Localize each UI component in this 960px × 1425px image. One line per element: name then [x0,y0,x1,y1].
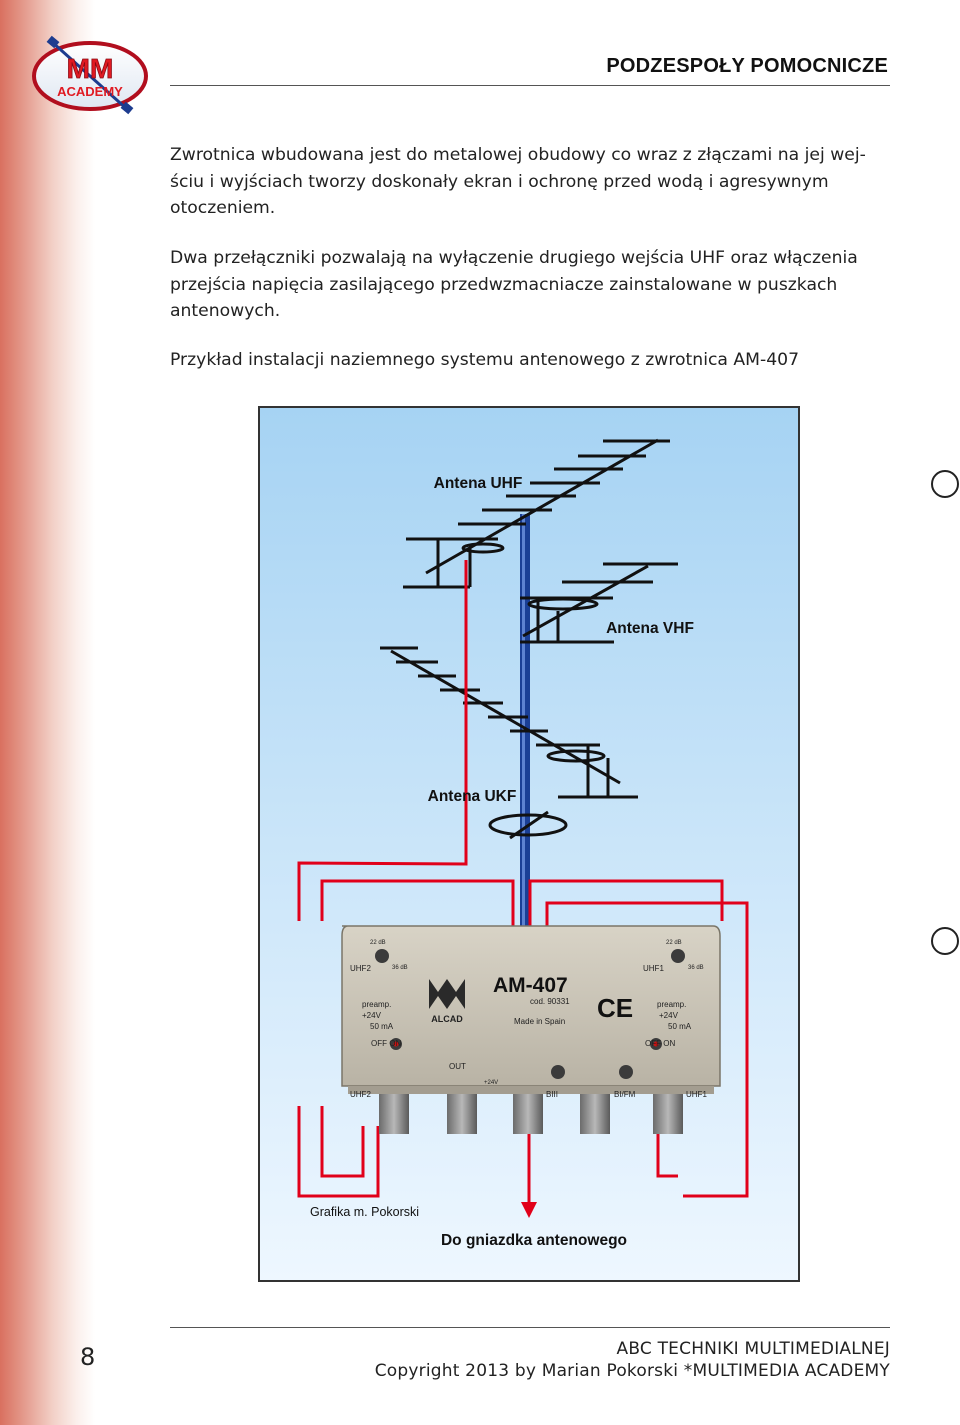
device-db-low-right: 36 dB [688,965,704,971]
device-db-low-left: 36 dB [392,965,408,971]
ce-mark: CE [597,993,633,1023]
paragraph-1: Zwrotnica wbudowana jest do metalowej ob… [170,145,866,218]
antenna-installation-figure: ALCAD AM-407 cod. 90331 Made in Spain CE… [258,406,800,1282]
port-label-bifm: BI/FM [614,1090,636,1099]
paragraph-2: Dwa przełączniki pozwalają na wyłączenie… [170,248,858,321]
port-label-uhf2: UHF2 [350,1090,371,1099]
am407-device: ALCAD AM-407 cod. 90331 Made in Spain CE… [341,925,721,1134]
figure-credit: Grafika m. Pokorski [310,1205,419,1219]
label-antenna-uhf: Antena UHF [434,475,523,492]
device-voltage-left: +24V [362,1011,382,1020]
device-db-left: 22 dB [370,940,386,946]
paragraph-3: Przykład instalacji naziemnego systemu a… [170,350,800,370]
device-voltage-right: +24V [659,1011,679,1020]
device-preamp-right: preamp. [657,1000,686,1009]
vhf-antenna [520,562,678,644]
header-divider [170,85,890,86]
ukf-antenna [380,646,638,799]
page-number: 8 [80,1343,96,1371]
output-arrow [521,1134,537,1218]
footer-divider [170,1327,890,1328]
device-switch-left: OFF ON [371,1039,401,1048]
device-current-right: 50 mA [668,1022,692,1031]
device-label-uhf2: UHF2 [350,964,371,973]
device-current-left: 50 mA [370,1022,394,1031]
device-switch-right: OFF ON [645,1039,675,1048]
port-label-uhf1: UHF1 [686,1090,707,1099]
binder-hole-bottom [931,927,959,955]
page-edge-gradient [0,0,95,1425]
port-label-biii: BIII [546,1090,558,1099]
label-output: Do gniazdka antenowego [441,1232,627,1249]
ukf-ring [488,810,568,840]
device-ports [379,1094,683,1134]
label-antenna-ukf: Antena UKF [428,788,517,805]
device-db-right: 22 dB [666,940,682,946]
footer-title: ABC TECHNIKI MULTIMEDIALNEJ [616,1339,890,1359]
logo-text-academy: ACADEMY [57,84,123,99]
device-brand: ALCAD [431,1014,463,1024]
header-title: PODZESPOŁY POMOCNICZE [606,55,888,77]
device-out-label: OUT [449,1062,466,1071]
mm-academy-logo: MM ACADEMY [32,35,148,115]
device-made-in: Made in Spain [514,1017,565,1026]
uhf-antenna [403,438,670,589]
logo-text-mm: MM [67,53,114,84]
device-out-voltage: +24V [484,1080,498,1086]
device-preamp-left: preamp. [362,1000,391,1009]
footer-copyright: Copyright 2013 by Marian Pokorski *MULTI… [374,1361,890,1381]
device-label-uhf1: UHF1 [643,964,664,973]
device-code: cod. 90331 [530,997,570,1006]
device-model: AM-407 [493,974,568,997]
mast [520,514,530,934]
cables [297,560,749,1198]
binder-hole-top [931,470,959,498]
label-antenna-vhf: Antena VHF [606,620,694,637]
